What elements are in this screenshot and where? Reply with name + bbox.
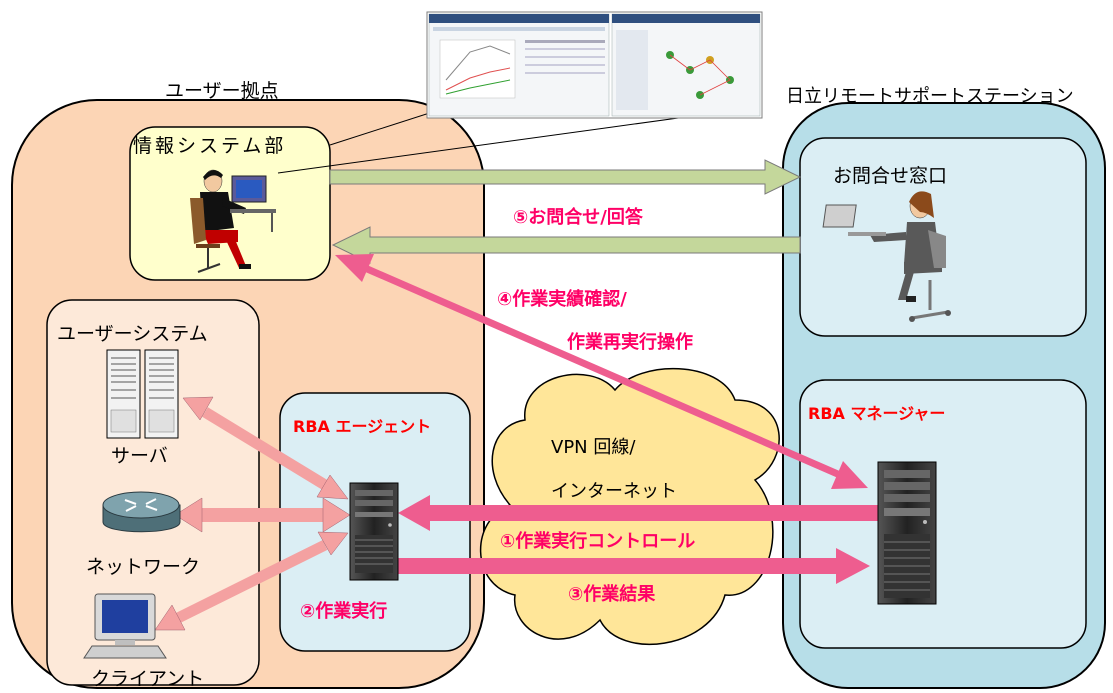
info-dept-label: 情報システム部 <box>133 135 287 157</box>
step4-arrow-head-start <box>335 254 374 282</box>
client-pc-icon <box>83 593 167 659</box>
rba-agent-server-icon <box>349 482 399 581</box>
step4-arrow-head-end <box>831 461 868 489</box>
server-link-shaft <box>202 407 328 490</box>
rba-agent-label: RBA エージェント <box>293 417 432 436</box>
step2-label: ②作業実行 <box>300 601 388 622</box>
rba-manager-label: RBA マネージャー <box>808 404 946 423</box>
inquiry-desk-label: お問合せ窓口 <box>833 165 948 187</box>
server-link-head-end <box>316 474 349 500</box>
user-system-label: ユーザーシステム <box>57 323 208 345</box>
step1-label: ①作業実行コントロール <box>500 531 696 552</box>
callout-line-bottom <box>277 114 701 174</box>
network-link-shaft <box>200 508 325 522</box>
step3-arrow-shaft <box>398 558 838 574</box>
step5-label: ⑤お問合せ/回答 <box>513 207 643 228</box>
operator-at-desk-illustration <box>190 169 276 273</box>
vpn-label-line1: VPN 回線/ <box>551 437 636 458</box>
server-rack-icon <box>106 349 179 439</box>
step3-label: ③作業結果 <box>568 584 656 605</box>
server-link-head-start <box>182 396 214 421</box>
support-station-label: 日立リモートサポートステーション <box>786 86 1074 107</box>
network-label: ネットワーク <box>86 556 201 578</box>
step1-arrow-head <box>398 495 430 531</box>
step4-label-line2: 作業再実行操作 <box>567 332 693 353</box>
support-operator-illustration <box>822 191 951 322</box>
step4-arrow-shaft <box>363 264 842 479</box>
inquiry-arrow <box>329 159 802 195</box>
step4-label-line1: ④作業実績確認/ <box>497 289 627 310</box>
network-link-head-start <box>174 497 203 533</box>
vpn-label-line2: インターネット <box>551 481 677 502</box>
client-link-shaft <box>175 540 328 623</box>
reply-arrow <box>331 226 801 264</box>
server-label: サーバ <box>111 445 168 467</box>
network-link-head-end <box>322 497 351 533</box>
user-site-label: ユーザー拠点 <box>165 80 279 102</box>
client-link-head-start <box>154 604 186 631</box>
network-router-icon <box>102 491 181 533</box>
rba-manager-server-icon <box>877 461 937 605</box>
client-label: クライアント <box>91 668 205 690</box>
step3-arrow-head <box>836 548 870 584</box>
step1-arrow-shaft <box>428 505 878 521</box>
console-screenshot <box>426 11 763 119</box>
client-link-head-end <box>317 531 349 556</box>
